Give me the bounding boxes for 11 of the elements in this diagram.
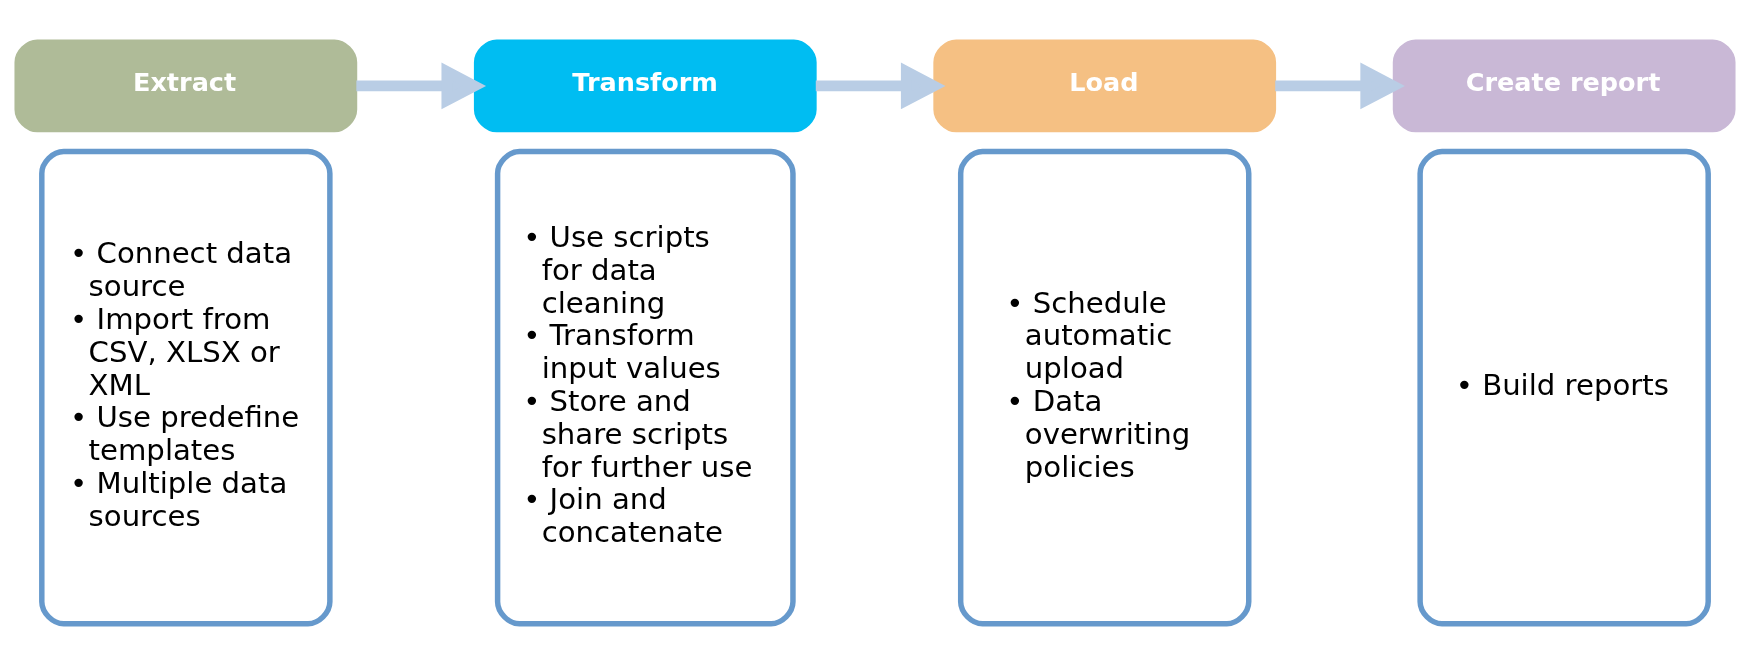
arrow <box>815 62 946 110</box>
node-box: Create report <box>1392 39 1736 133</box>
node-box: Load <box>933 39 1277 133</box>
arrow <box>1275 62 1405 110</box>
node-box: Extract <box>14 39 358 133</box>
node-box: • Use scripts for data cleaning • Transform input values • Store and share scripts for further use • Join and concatenate <box>494 148 796 627</box>
arrow <box>356 62 487 110</box>
node-box: • Build reports <box>1417 148 1711 627</box>
node-box: • Schedule automatic upload • Data overwriting policies <box>957 148 1252 627</box>
node-box: Transform <box>473 39 817 133</box>
node-box: • Connect data source • Import from CSV, XLSX or XML • Use predefine templates • Multiple data sources <box>39 148 333 627</box>
